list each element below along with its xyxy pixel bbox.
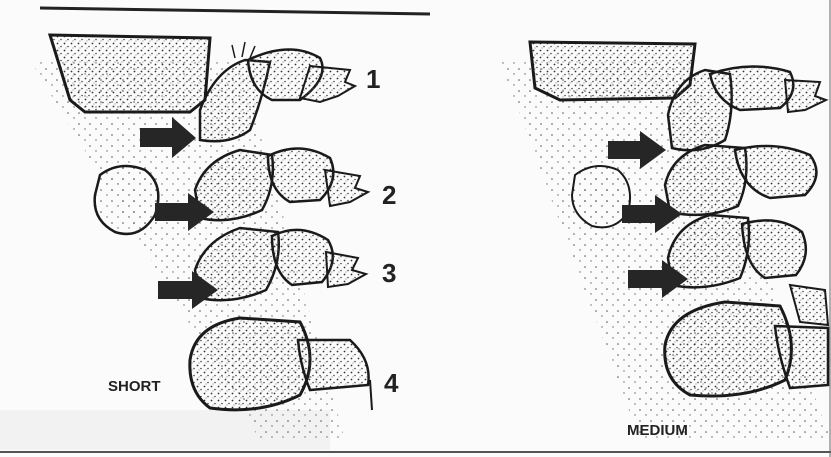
oval-right xyxy=(572,166,630,227)
leg-1-medium xyxy=(668,66,826,150)
short-panel xyxy=(30,35,372,440)
plate-left xyxy=(50,35,210,112)
label-2: 2 xyxy=(382,180,396,211)
leg-2-short xyxy=(195,148,368,220)
medium-panel xyxy=(500,42,831,440)
label-4: 4 xyxy=(384,368,398,399)
label-1: 1 xyxy=(366,64,380,95)
label-short: SHORT xyxy=(108,378,161,395)
leg-1-short xyxy=(200,42,355,141)
oval-left xyxy=(95,166,159,234)
label-medium: MEDIUM xyxy=(627,422,688,439)
label-3: 3 xyxy=(382,258,396,289)
plate-right xyxy=(530,42,695,100)
leg-4-short xyxy=(190,318,372,410)
